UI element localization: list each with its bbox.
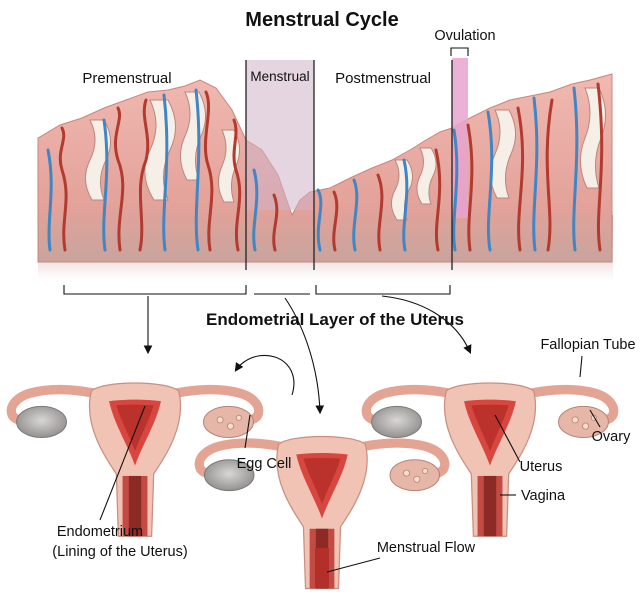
label-ovary: Ovary: [592, 429, 631, 445]
label-endometrium: Endometrium: [57, 524, 143, 540]
label-menstrual-flow: Menstrual Flow: [377, 540, 476, 556]
phase-ovulation-label: Ovulation: [434, 28, 495, 44]
bracket-premenstrual: [64, 285, 246, 294]
label-endometrium-note: (Lining of the Uterus): [52, 544, 187, 560]
phase-premenstrual-label: Premenstrual: [82, 70, 171, 87]
label-egg-cell: Egg Cell: [237, 456, 292, 472]
label-fallopian-tube: Fallopian Tube: [540, 337, 635, 353]
endometrial-tissue: [38, 74, 612, 262]
ovulation-bracket: [451, 48, 468, 56]
phase-postmenstrual-label: Postmenstrual: [335, 70, 431, 87]
diagram-title: Menstrual Cycle: [245, 9, 398, 31]
label-vagina: Vagina: [521, 488, 566, 504]
endometrium-cross-section: [38, 58, 613, 280]
phase-brackets: [64, 285, 450, 294]
bracket-postmenstrual: [316, 285, 450, 294]
leader-fallopian-tube: [580, 356, 582, 377]
endometrial-layer-subtitle: Endometrial Layer of the Uterus: [206, 310, 464, 329]
arrow-egg-cell-return: [236, 355, 294, 395]
label-uterus: Uterus: [520, 459, 563, 475]
menstrual-flow-mark: [315, 548, 329, 588]
uterus-premenstrual: [11, 383, 258, 536]
uterus-postmenstrual: [366, 383, 613, 536]
phase-menstrual-label: Menstrual: [250, 69, 309, 84]
